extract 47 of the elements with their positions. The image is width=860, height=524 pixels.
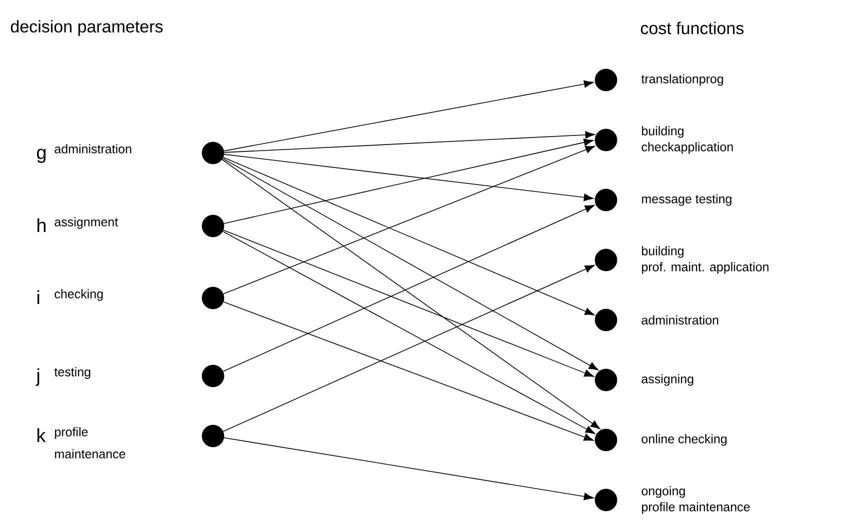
node-label: profile maintenance — [55, 427, 126, 458]
arrow — [223, 230, 594, 377]
arrow — [224, 138, 594, 224]
dot — [202, 364, 224, 388]
dot — [202, 286, 224, 310]
arrow — [224, 437, 594, 500]
dot — [594, 428, 618, 452]
node-label: assigning — [642, 374, 694, 386]
dot — [594, 68, 618, 92]
arrow — [223, 146, 596, 294]
dot — [594, 488, 618, 512]
arrow — [222, 156, 595, 316]
node-label: administration — [54, 144, 132, 154]
dot — [202, 214, 224, 238]
arrow — [222, 264, 595, 432]
heading: cost functions — [640, 22, 744, 34]
variable-letter: j — [36, 368, 40, 386]
node-label: online checking — [642, 434, 727, 446]
arrow — [222, 230, 596, 434]
dot — [202, 424, 224, 448]
node-label: testing — [54, 367, 90, 379]
node-label: translationprog — [641, 74, 724, 86]
node-label: checking — [54, 289, 103, 301]
node-label: building checkapplication — [642, 126, 733, 154]
dot — [594, 308, 618, 332]
dot — [594, 368, 618, 392]
variable-letter: k — [38, 428, 46, 442]
dot — [594, 188, 618, 212]
node-label: message testing — [642, 194, 732, 206]
arrow — [222, 158, 598, 370]
arrow — [222, 159, 600, 430]
variable-letter: h — [38, 218, 46, 232]
dot — [202, 142, 224, 164]
node-label: ongoing profile maintenance — [642, 486, 750, 514]
dot — [594, 248, 618, 272]
variable-letter: i — [37, 290, 40, 304]
node-label: building prof. maint. application — [642, 246, 768, 274]
arrow — [223, 302, 594, 441]
arrow — [224, 131, 595, 153]
arrow — [222, 204, 595, 372]
variable-letter: g — [37, 148, 46, 163]
arrow — [224, 154, 594, 202]
heading: decision parameters — [10, 20, 163, 36]
node-label: assignment — [54, 217, 118, 229]
node-label: administration — [642, 315, 718, 325]
arrow — [224, 80, 594, 152]
dot — [594, 128, 618, 152]
